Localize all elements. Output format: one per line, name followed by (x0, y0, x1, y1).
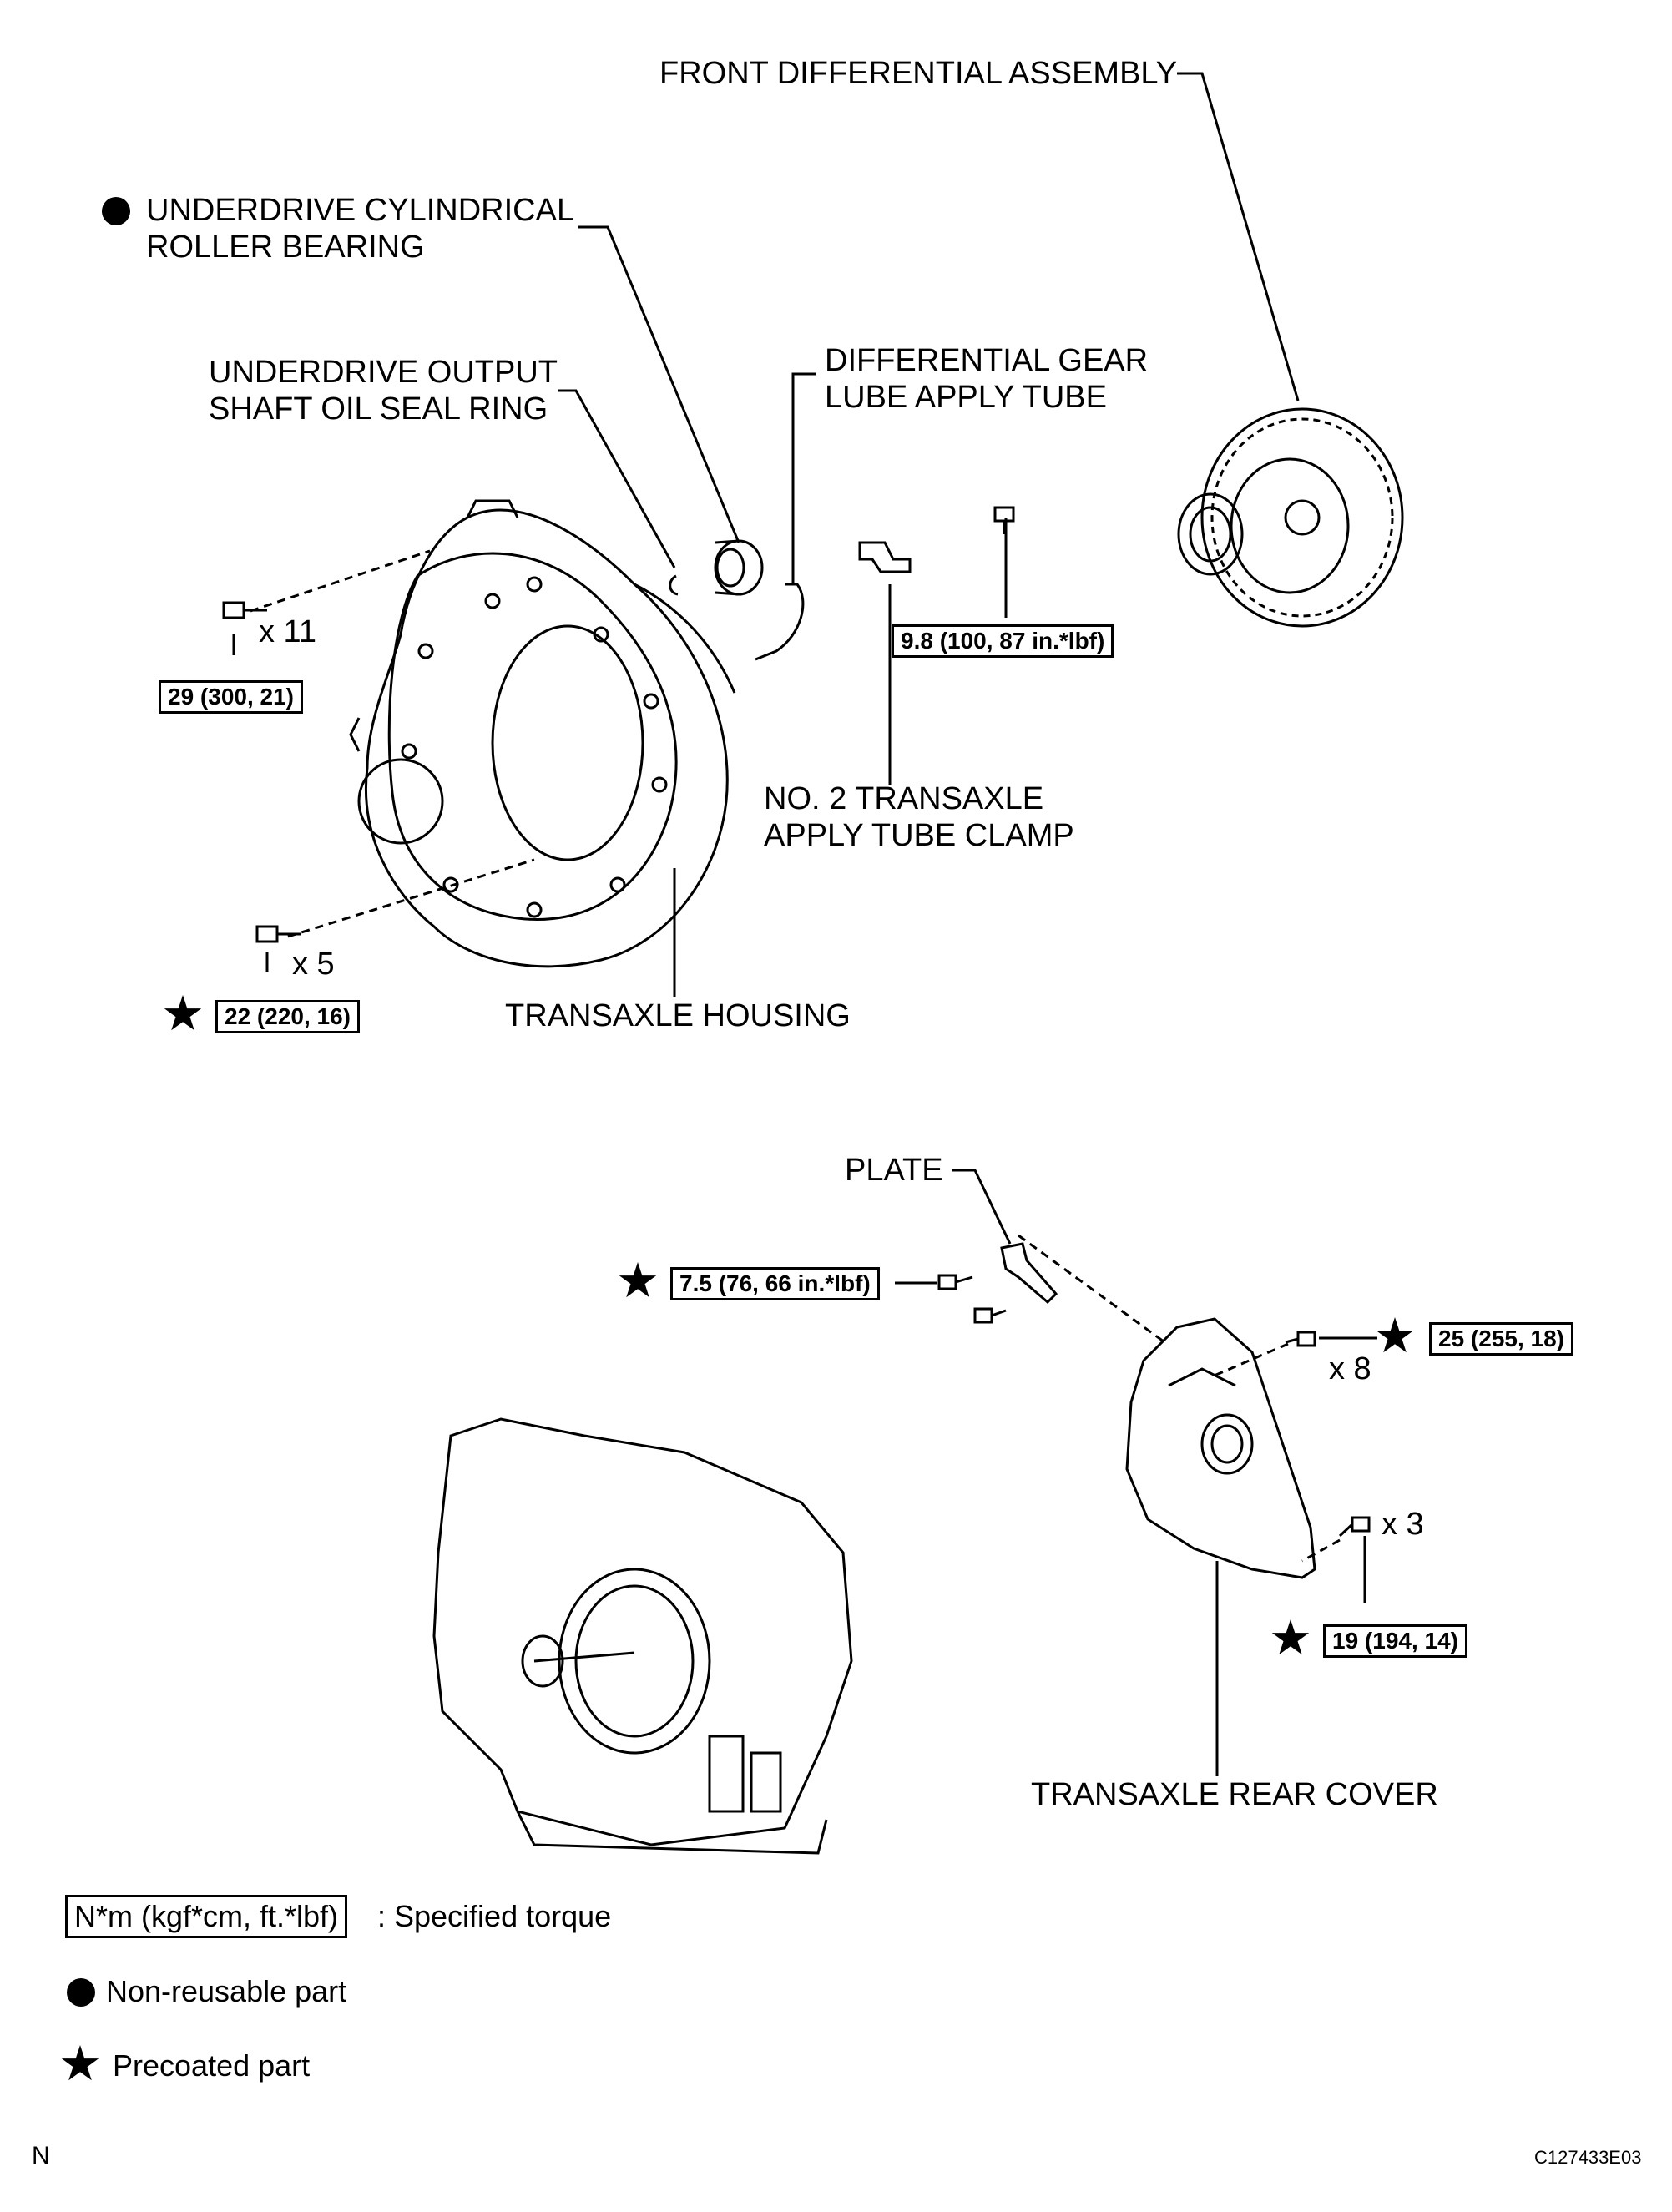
orientation-mark: N (32, 2142, 50, 2169)
leader-front-differential (1177, 72, 1300, 401)
torque-clamp-bolt: 9.8 (100, 87 in.*lbf) (892, 624, 1114, 658)
leader-plate (952, 1169, 1012, 1245)
transaxle-case-drawing (432, 1417, 853, 1855)
bolt-bottom-drawing (255, 925, 301, 943)
leader-roller-bearing (578, 225, 740, 543)
figure-code: C127433E03 (1534, 2147, 1642, 2168)
label-front-differential: FRONT DIFFERENTIAL ASSEMBLY (659, 56, 1178, 91)
label-roller-bearing-line1: UNDERDRIVE CYLINDRICAL (146, 193, 575, 228)
dashed-line-plate (1018, 1234, 1168, 1346)
label-rear-cover: TRANSAXLE REAR COVER (1031, 1777, 1438, 1812)
torque-rear-cover-b: 19 (194, 14) (1323, 1624, 1467, 1658)
torque-rear-cover-a: 25 (255, 18) (1429, 1322, 1573, 1356)
rear-cover-drawing (1125, 1317, 1316, 1579)
tube-clamp-drawing (858, 541, 912, 573)
bolt-top-drawing (222, 601, 267, 619)
seal-ring-drawing (669, 574, 679, 596)
label-plate: PLATE (845, 1153, 943, 1188)
dashed-line-top (250, 549, 431, 613)
non-reusable-dot-icon (102, 197, 130, 225)
legend-non-reusable: Non-reusable part (106, 1974, 347, 2008)
leader-seal-ring (558, 389, 676, 568)
roller-bearing-drawing (714, 539, 764, 596)
precoated-star-icon: ★ (1269, 1611, 1312, 1665)
dashed-line-rear2 (1301, 1538, 1341, 1563)
label-transaxle-housing: TRANSAXLE HOUSING (505, 998, 851, 1033)
label-tube-clamp-line1: NO. 2 TRANSAXLE (764, 781, 1044, 816)
label-lube-tube-line1: DIFFERENTIAL GEAR (825, 343, 1149, 378)
dashed-line-bottom (287, 858, 535, 938)
precoated-star-icon: ★ (161, 987, 205, 1041)
label-seal-ring-line2: SHAFT OIL SEAL RING (209, 391, 548, 427)
label-tube-clamp-line2: APPLY TUBE CLAMP (764, 818, 1074, 853)
plate-bolts-drawing (937, 1274, 1007, 1324)
torque-plate-bolt: 7.5 (76, 66 in.*lbf) (670, 1267, 880, 1300)
legend-non-reusable-dot-icon (67, 1978, 95, 2007)
clamp-bolt-drawing (993, 506, 1015, 534)
lube-tube-drawing (755, 583, 805, 661)
legend-torque-unit: N*m (kgf*cm, ft.*lbf) (65, 1895, 348, 1938)
qty-rear-cover-bolts-a: x 8 (1329, 1351, 1371, 1386)
qty-rear-cover-bolts-b: x 3 (1382, 1507, 1424, 1542)
plate-drawing (1000, 1242, 1058, 1305)
label-lube-tube-line2: LUBE APPLY TUBE (825, 380, 1107, 415)
precoated-star-icon: ★ (616, 1254, 659, 1308)
qty-housing-bolts-top: x 11 (259, 614, 317, 649)
front-differential-drawing (1177, 407, 1404, 628)
rear-cover-bolts-drawing (1285, 1331, 1371, 1538)
legend-precoated-star-icon: ★ (58, 2037, 102, 2091)
transaxle-housing-drawing (349, 499, 736, 968)
legend-torque-desc: : Specified torque (377, 1899, 612, 1933)
precoated-star-icon: ★ (1373, 1309, 1417, 1363)
label-roller-bearing-line2: ROLLER BEARING (146, 230, 425, 265)
qty-housing-bolts-bottom: x 5 (292, 947, 335, 982)
torque-housing-top: 29 (300, 21) (159, 680, 303, 714)
leader-lube-tube (791, 372, 816, 584)
label-seal-ring-line1: UNDERDRIVE OUTPUT (209, 355, 558, 390)
legend-precoated: Precoated part (113, 2048, 311, 2083)
torque-housing-bottom: 22 (220, 16) (215, 1000, 360, 1033)
